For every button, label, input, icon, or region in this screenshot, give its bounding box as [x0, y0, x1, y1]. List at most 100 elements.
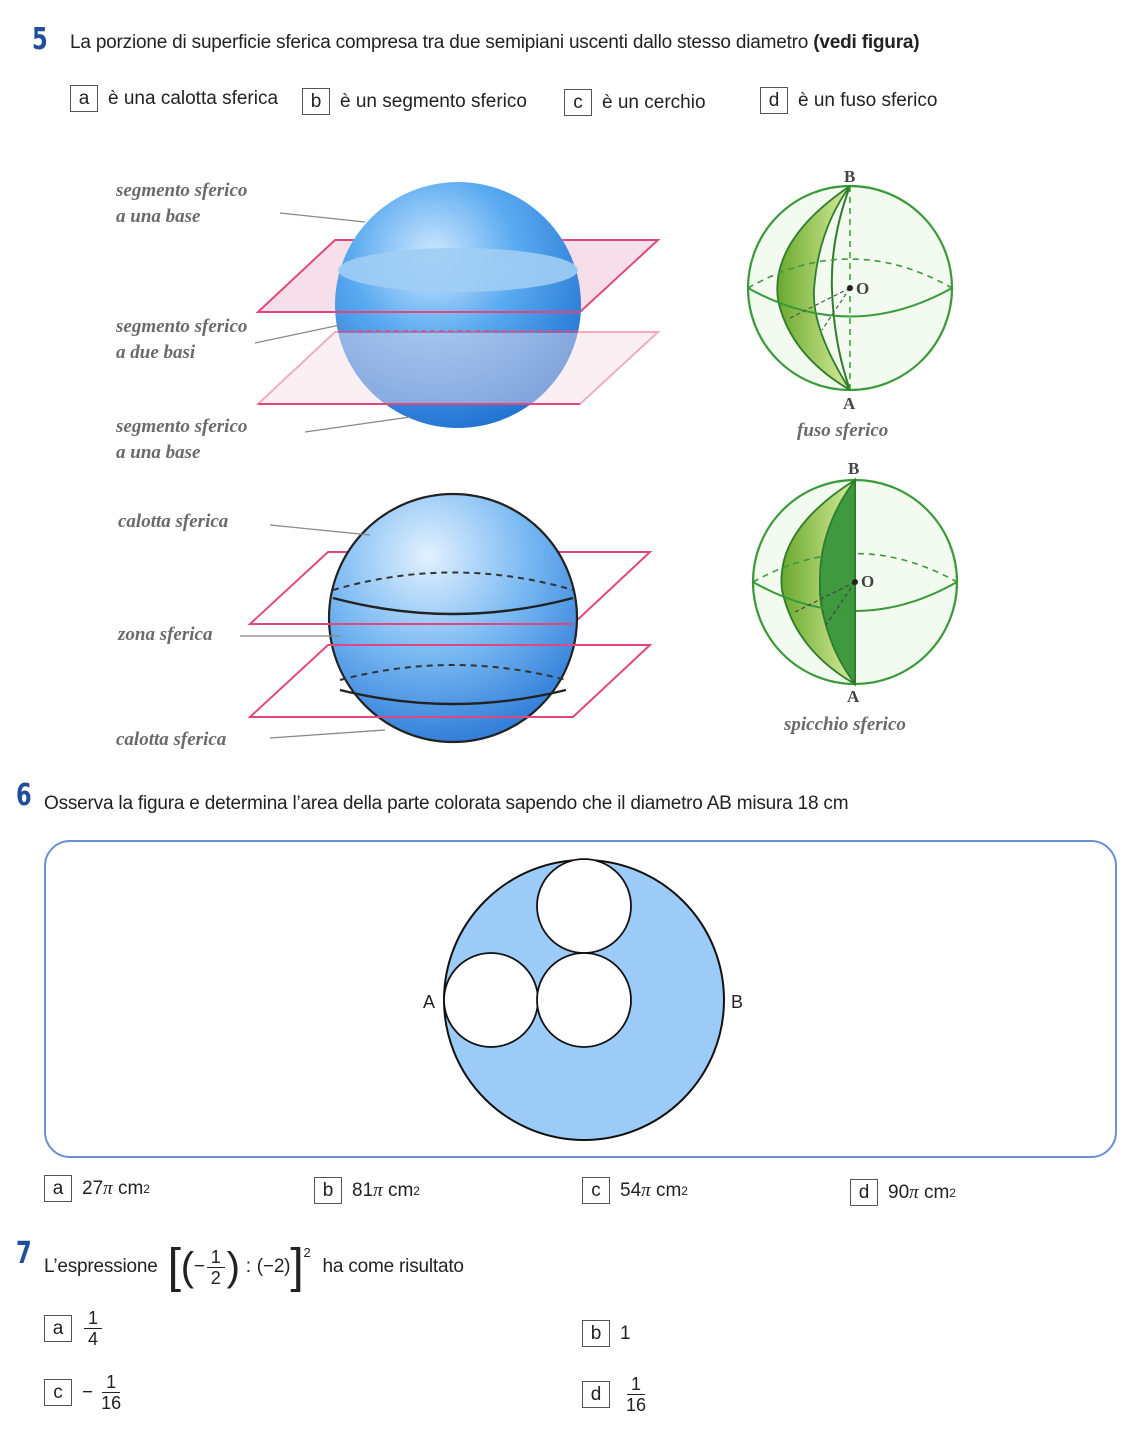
small-circle-left [443, 952, 539, 1048]
label-calotta-top: calotta sferica [118, 511, 229, 532]
q6-option-b-pi: π [373, 1179, 383, 1201]
spicchio-label-O: O [861, 572, 874, 591]
q6-option-d-exp: 2 [949, 1185, 956, 1200]
q7-option-a-den: 4 [88, 1329, 99, 1349]
q7-neg-two: (−2) [256, 1256, 291, 1277]
bottom-sphere-body [327, 492, 579, 744]
label-fuso-sferico: fuso sferico [797, 420, 889, 441]
q7-suffix: ha come risultato [322, 1256, 464, 1277]
q6-option-b-letter[interactable]: b [314, 1177, 342, 1204]
spicchio-label-B: B [848, 459, 859, 478]
q5-option-a-letter[interactable]: a [70, 85, 98, 112]
q7-option-a[interactable]: a 1 4 [44, 1308, 104, 1349]
small-circle-center [536, 952, 632, 1048]
q7-option-b-letter[interactable]: b [582, 1320, 610, 1347]
q7-close-bracket: ] [290, 1240, 304, 1293]
q6-option-c-unit: cm [655, 1179, 682, 1201]
fuso-edge [830, 185, 851, 391]
q6-option-d-pi: π [909, 1181, 919, 1203]
q7-option-d[interactable]: d 1 16 [582, 1374, 652, 1415]
q6-label-A: A [423, 992, 435, 1012]
q6-option-c-pi: π [641, 1179, 651, 1201]
lower-plane [255, 331, 661, 405]
q7-minus: − [193, 1256, 205, 1277]
q7-exponent: 2 [303, 1245, 311, 1260]
q6-option-d-unit: cm [923, 1181, 950, 1203]
q6-option-c-letter[interactable]: c [582, 1177, 610, 1204]
q7-open-bracket: [ [167, 1240, 181, 1293]
label-zona-sferica: zona sferica [118, 624, 213, 645]
q6-option-c-exp: 2 [681, 1183, 688, 1198]
q6-circles-figure: A B [423, 858, 743, 1141]
q6-option-d-letter[interactable]: d [850, 1179, 878, 1206]
q6-option-a-unit: cm [117, 1177, 144, 1199]
q7-option-c[interactable]: c − 1 16 [44, 1372, 127, 1413]
q7-option-c-num: 1 [102, 1372, 121, 1393]
fuso-fill [776, 185, 851, 391]
top-sphere-cap-base [338, 248, 578, 292]
q7-option-b[interactable]: b 1 [582, 1320, 631, 1347]
q6-option-b-unit: cm [387, 1179, 414, 1201]
q7-half-fraction: 1 2 [206, 1247, 225, 1288]
q5-option-a-text: è una calotta sferica [108, 87, 279, 109]
cap-back-dashed [332, 571, 574, 591]
pointer-seg2 [254, 324, 341, 344]
q6-label-B: B [731, 992, 743, 1012]
pointer-seg1 [279, 212, 366, 223]
spicchio-inner-fill [819, 477, 856, 687]
small-circle-top [536, 858, 632, 954]
q7-option-c-sign: − [82, 1381, 94, 1403]
question-7-number: 7 [16, 1236, 32, 1271]
q6-option-a-pi: π [103, 1177, 113, 1199]
q6-option-b-value: 81 [352, 1179, 374, 1201]
q5-option-a[interactable]: a è una calotta sferica [70, 85, 278, 112]
q5-option-d-letter[interactable]: d [760, 87, 788, 114]
q5-option-c[interactable]: c è un cerchio [564, 89, 706, 116]
q6-option-b-exp: 2 [413, 1183, 420, 1198]
q7-option-d-letter[interactable]: d [582, 1381, 610, 1408]
q7-option-a-fraction: 1 4 [84, 1308, 103, 1349]
label-spicchio-sferico: spicchio sferico [784, 714, 906, 735]
spicchio-equator-back [752, 552, 958, 583]
top-sphere-body [335, 182, 581, 428]
spicchio-sphere [751, 477, 959, 687]
q5-option-b-text: è un segmento sferico [340, 90, 527, 112]
spicchio-center-dot [852, 579, 858, 585]
q5-option-b-letter[interactable]: b [302, 88, 330, 115]
q5-option-c-letter[interactable]: c [564, 89, 592, 116]
question-5-prompt: La porzione di superficie sferica compre… [70, 32, 809, 53]
q7-option-b-value: 1 [620, 1322, 631, 1344]
q7-option-d-fraction: 1 16 [622, 1374, 650, 1415]
q6-option-a-exp: 2 [143, 1181, 150, 1196]
q7-option-d-den: 16 [626, 1395, 647, 1415]
zone-back-dashed [339, 664, 567, 681]
q7-expression: [ ( − 1 2 ) : (−2) ] 2 [168, 1243, 311, 1291]
q6-option-a-letter[interactable]: a [44, 1175, 72, 1202]
q7-option-a-num: 1 [84, 1308, 103, 1329]
q5-option-d[interactable]: d è un fuso sferico [760, 87, 937, 114]
q7-option-c-den: 16 [101, 1393, 122, 1413]
fuso-label-B: B [844, 167, 855, 186]
question-5-text: La porzione di superficie sferica compre… [70, 32, 920, 54]
q7-option-a-letter[interactable]: a [44, 1315, 72, 1342]
q7-colon: : [245, 1256, 251, 1277]
calotta-sphere [240, 492, 653, 744]
q5-option-b[interactable]: b è un segmento sferico [302, 88, 527, 115]
fuso-equator-front [747, 287, 953, 318]
q7-option-c-letter[interactable]: c [44, 1379, 72, 1406]
lower-plane-2 [247, 644, 653, 718]
q7-option-d-num: 1 [627, 1374, 646, 1395]
fuso-label-O: O [856, 279, 869, 298]
pointer-seg3 [304, 416, 411, 433]
fuso-sphere [746, 184, 954, 392]
q7-close-paren: ) [226, 1245, 240, 1289]
question-5-number: 5 [32, 22, 48, 57]
label-calotta-bottom: calotta sferica [116, 729, 227, 750]
segment-sphere [254, 182, 661, 433]
